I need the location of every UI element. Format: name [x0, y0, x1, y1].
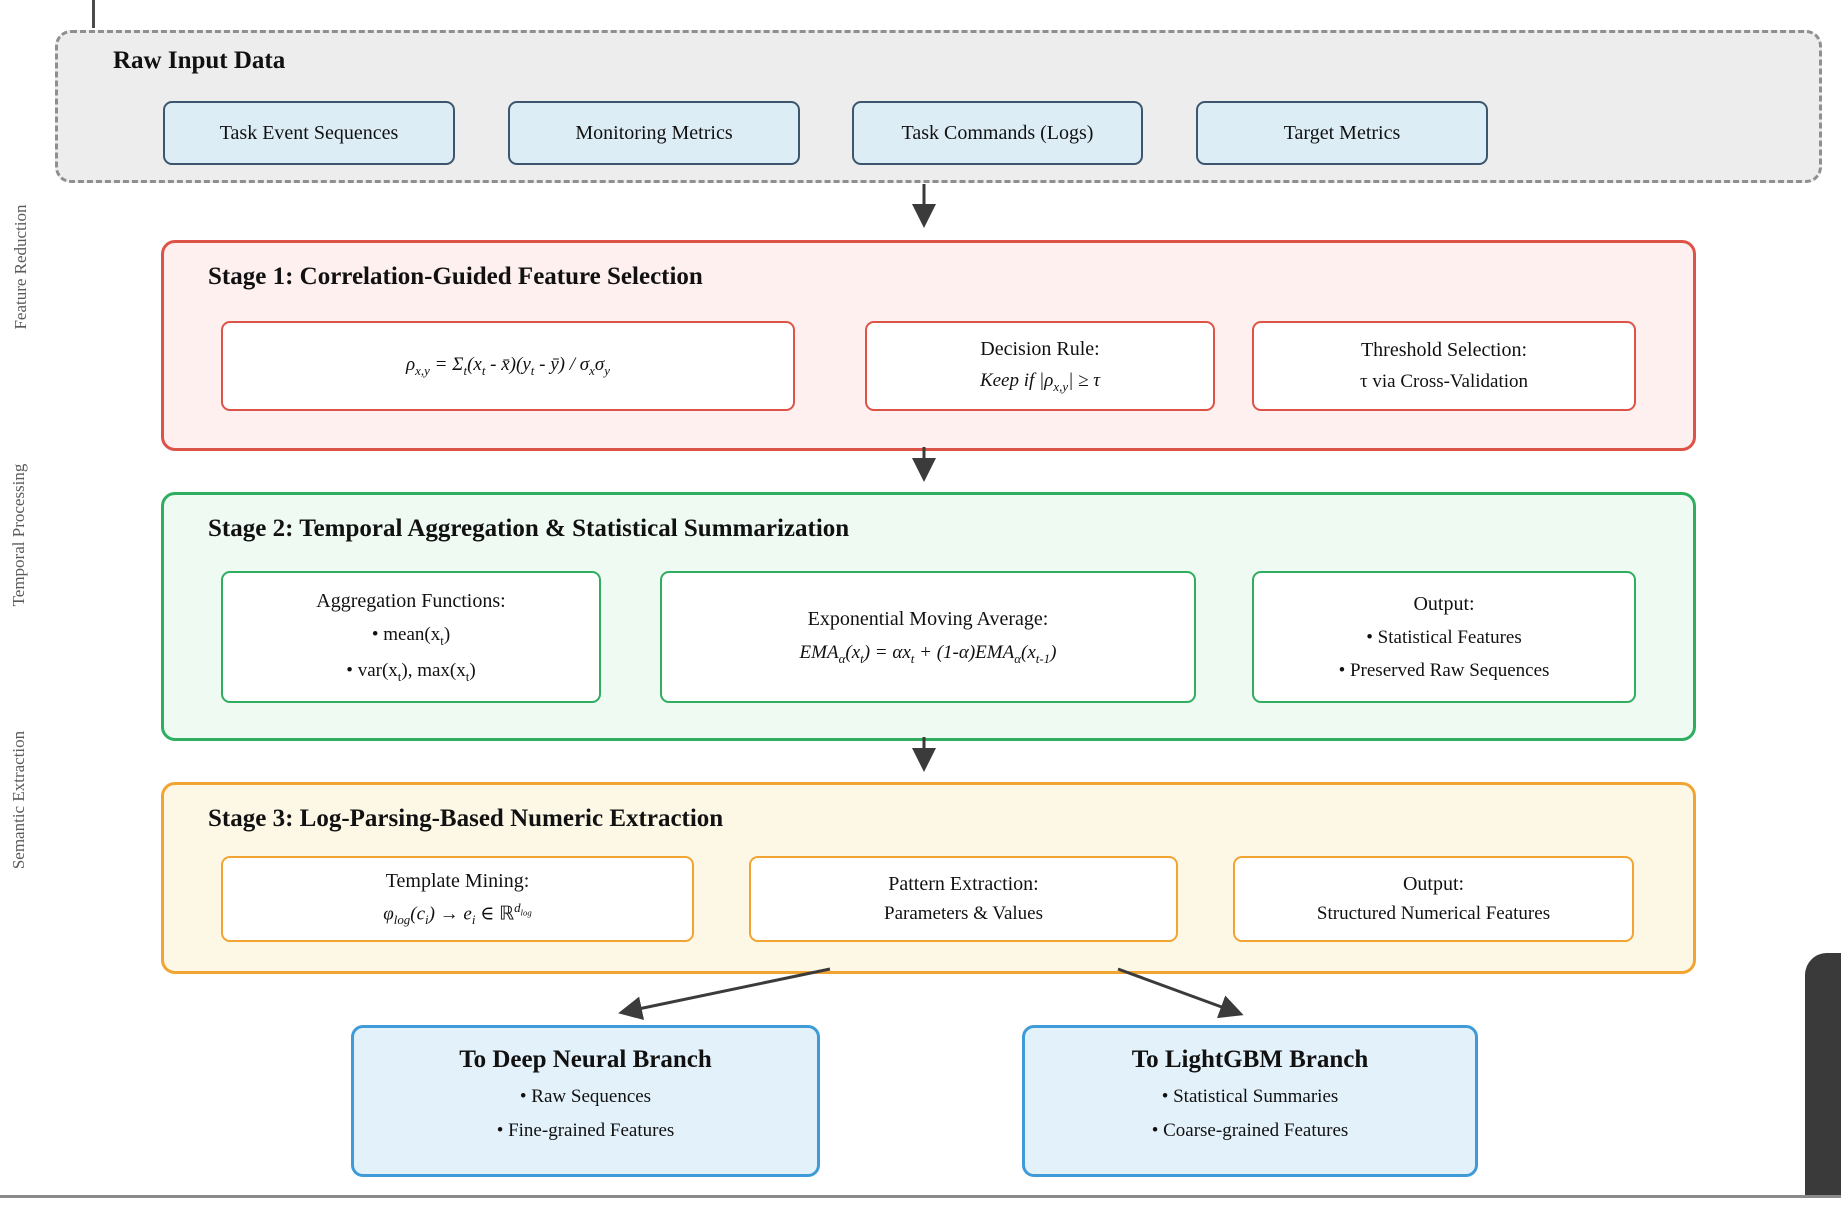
stage3-panel: Stage 3: Log-Parsing-Based Numeric Extra… [161, 782, 1696, 974]
ema-heading: Exponential Moving Average: [807, 607, 1049, 630]
input-node-task-commands-logs: Task Commands (Logs) [852, 101, 1143, 165]
stage2-aggregation-box: Aggregation Functions: • mean(xt) • var(… [221, 571, 601, 703]
stage2-output-heading: Output: [1413, 592, 1475, 615]
input-node-label: Task Event Sequences [219, 121, 399, 144]
aggregation-bullet: • var(xt), max(xt) [346, 659, 476, 684]
page-bottom-border [0, 1195, 1841, 1198]
side-label-temporal-processing: Temporal Processing [9, 463, 28, 607]
input-node-task-event-sequences: Task Event Sequences [163, 101, 455, 165]
stage1-decision-rule-box: Decision Rule: Keep if |ρx,y| ≥ τ [865, 321, 1215, 411]
page-edge-tick [92, 0, 95, 28]
side-label-feature-reduction: Feature Reduction [11, 204, 30, 330]
lightgbm-bullet: • Statistical Summaries [1161, 1086, 1339, 1107]
stage3-title: Stage 3: Log-Parsing-Based Numeric Extra… [208, 805, 724, 832]
input-node-label: Task Commands (Logs) [901, 121, 1094, 144]
stage3-output-line: Structured Numerical Features [1316, 903, 1551, 924]
lightgbm-bullet: • Coarse-grained Features [1151, 1120, 1349, 1141]
aggregation-bullet: • mean(xt) [371, 623, 451, 648]
input-node-label: Monitoring Metrics [575, 121, 733, 144]
stage2-output-box: Output: • Statistical Features • Preserv… [1252, 571, 1636, 703]
side-label-semantic-extraction: Semantic Extraction [9, 730, 28, 870]
lightgbm-branch-title: To LightGBM Branch [1131, 1046, 1369, 1073]
template-mining-heading: Template Mining: [385, 869, 530, 892]
arrow-stage3-to-lightgbm [1117, 967, 1244, 1019]
stage3-template-mining-box: Template Mining: φlog(ci) → ei ∈ ℝdlog [221, 856, 694, 942]
decision-rule-heading: Decision Rule: [980, 337, 1100, 360]
stage3-output-heading: Output: [1402, 873, 1465, 895]
stage1-title: Stage 1: Correlation-Guided Feature Sele… [208, 263, 703, 290]
input-node-target-metrics: Target Metrics [1196, 101, 1488, 165]
correlation-formula: ρx,y = Σt(xt - x̄)(yt - ȳ) / σxσy [406, 353, 610, 378]
threshold-heading: Threshold Selection: [1360, 339, 1528, 361]
stage3-pattern-extraction-box: Pattern Extraction: Parameters & Values [749, 856, 1178, 942]
stage2-panel: Stage 2: Temporal Aggregation & Statisti… [161, 492, 1696, 741]
input-node-monitoring-metrics: Monitoring Metrics [508, 101, 800, 165]
raw-input-panel: Raw Input Data Task Event Sequences Moni… [55, 30, 1822, 183]
stage2-ema-box: Exponential Moving Average: EMAα(xt) = α… [660, 571, 1196, 703]
deep-neural-branch-box: To Deep Neural Branch • Raw Sequences • … [351, 1025, 820, 1177]
threshold-line: τ via Cross-Validation [1359, 371, 1529, 392]
stage1-threshold-selection-box: Threshold Selection: τ via Cross-Validat… [1252, 321, 1636, 411]
deep-neural-branch-title: To Deep Neural Branch [459, 1046, 712, 1073]
overlay-panel-corner [1805, 953, 1841, 1195]
stage1-correlation-formula-box: ρx,y = Σt(xt - x̄)(yt - ȳ) / σxσy [221, 321, 795, 411]
stage3-output-box: Output: Structured Numerical Features [1233, 856, 1634, 942]
pattern-extraction-heading: Pattern Extraction: [888, 873, 1039, 895]
deep-neural-bullet: • Raw Sequences [519, 1086, 652, 1107]
ema-formula: EMAα(xt) = αxt + (1-α)EMAα(xt-1) [799, 641, 1057, 666]
aggregation-heading: Aggregation Functions: [316, 589, 506, 612]
stage1-panel: Stage 1: Correlation-Guided Feature Sele… [161, 240, 1696, 451]
arrow-stage3-to-deep-neural [618, 967, 831, 1021]
lightgbm-branch-box: To LightGBM Branch • Statistical Summari… [1022, 1025, 1478, 1177]
stage2-title: Stage 2: Temporal Aggregation & Statisti… [208, 515, 850, 542]
stage2-output-bullet: • Preserved Raw Sequences [1338, 659, 1550, 681]
stage2-output-bullet: • Statistical Features [1366, 626, 1522, 648]
input-node-label: Target Metrics [1283, 121, 1401, 144]
raw-input-title: Raw Input Data [113, 47, 286, 74]
template-mining-formula: φlog(ci) → ei ∈ ℝdlog [383, 899, 532, 928]
decision-rule-formula: Keep if |ρx,y| ≥ τ [979, 369, 1101, 394]
deep-neural-bullet: • Fine-grained Features [496, 1120, 675, 1141]
pattern-extraction-line: Parameters & Values [884, 903, 1043, 924]
